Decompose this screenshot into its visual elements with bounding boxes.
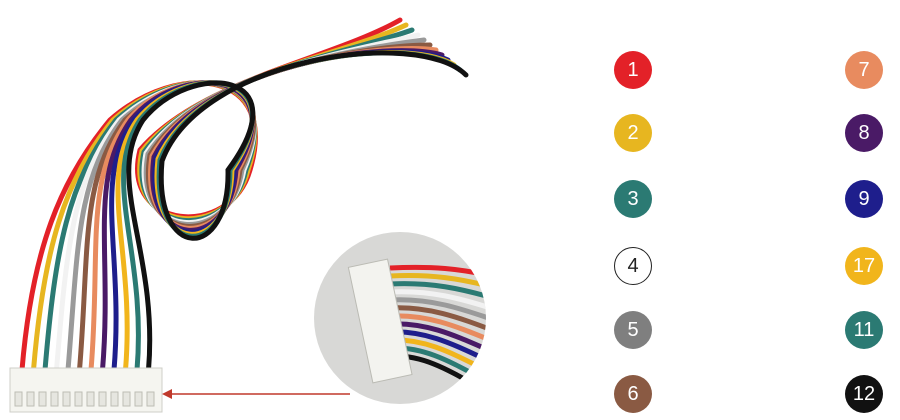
wire-bundle [19,17,469,373]
legend-badge-12: 12 [845,375,883,413]
connector-pin [38,391,47,407]
legend-badge-8: 8 [845,114,883,152]
magnified-wire-8 [389,321,486,358]
magnified-wire-5 [389,297,486,325]
connector-pin [62,391,71,407]
legend-badge-3: 3 [614,180,652,218]
connector-pin [110,391,119,407]
wire-12 [126,50,469,373]
legend-badge-5: 5 [614,311,652,349]
connector-pin [146,391,155,407]
legend-badge-7: 7 [845,51,883,89]
magnified-connector-view [314,232,486,404]
connector-pin [26,391,35,407]
legend-badge-9: 9 [845,180,883,218]
wire-harness-photo [9,17,486,413]
legend-badge-10: 17 [845,247,883,285]
legend-badge-2: 2 [614,114,652,152]
legend-badge-1: 1 [614,51,652,89]
magnified-wire-6 [389,305,486,336]
magnified-wire-4 [389,289,486,314]
connector-pin [134,391,143,407]
magnified-wire-1 [389,264,486,281]
connector-housing [9,367,163,413]
legend-badge-6: 6 [614,375,652,413]
connector-pin [14,391,23,407]
magnified-wire-7 [389,313,486,347]
legend-badge-4: 4 [614,247,652,285]
connector-pin [50,391,59,407]
magnified-wire-2 [389,273,486,292]
callout-arrowhead [162,389,172,399]
connector-pin [122,391,131,407]
magnified-wire-3 [389,281,486,303]
legend-badge-11: 11 [845,311,883,349]
connector-pin [98,391,107,407]
connector-pin [74,391,83,407]
connector-pin [86,391,95,407]
